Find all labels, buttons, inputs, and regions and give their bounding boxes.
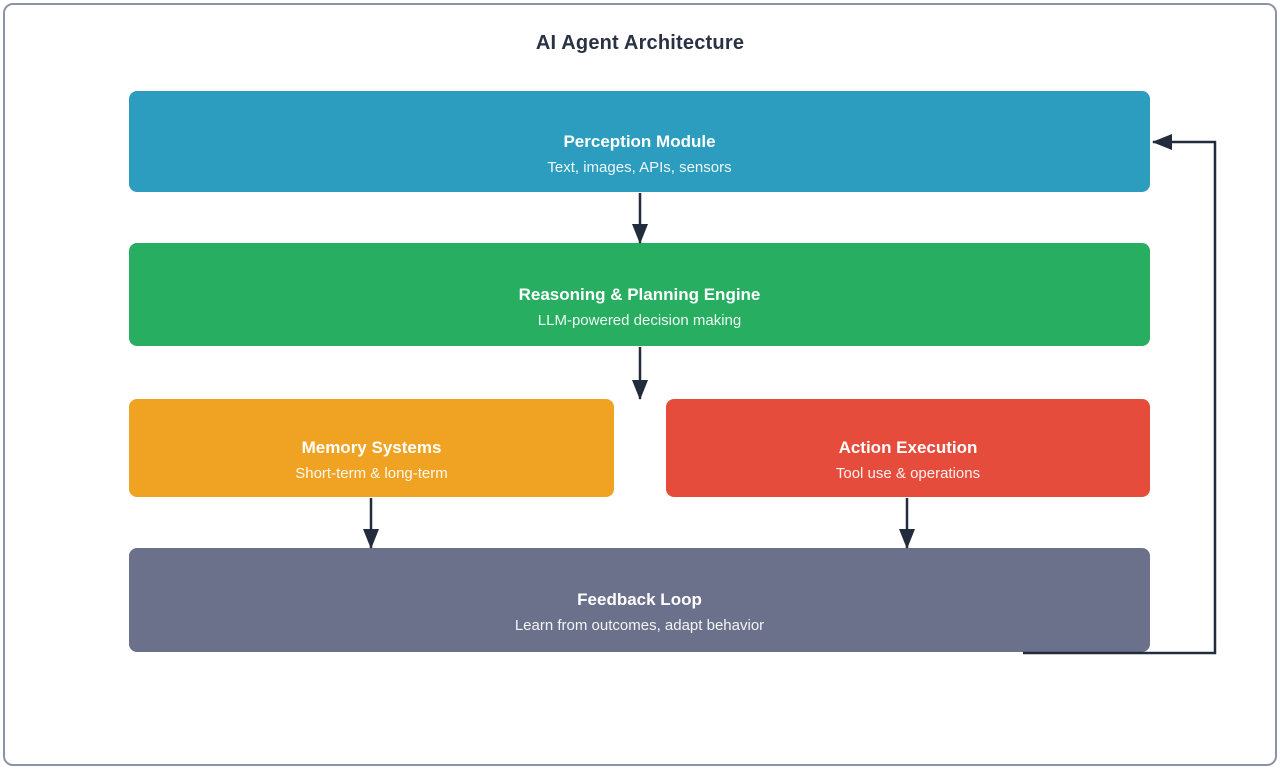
node-label: Reasoning & Planning Engine LLM-powered … bbox=[137, 283, 1142, 332]
node-action-subtitle: Tool use & operations bbox=[835, 465, 981, 482]
node-action-title: Action Execution bbox=[838, 438, 978, 457]
node-label: Memory Systems Short-term & long-term bbox=[137, 436, 606, 485]
node-perception-title: Perception Module bbox=[563, 131, 716, 151]
node-perception-module: Perception Module Text, images, APIs, se… bbox=[129, 91, 1150, 192]
node-action-execution: Action Execution Tool use & operations bbox=[666, 399, 1150, 497]
node-reasoning-subtitle: LLM-powered decision making bbox=[537, 311, 742, 329]
node-reasoning-title: Reasoning & Planning Engine bbox=[518, 284, 761, 304]
node-memory-subtitle: Short-term & long-term bbox=[295, 465, 448, 482]
node-label: Perception Module Text, images, APIs, se… bbox=[137, 130, 1142, 179]
node-feedback-title: Feedback Loop bbox=[577, 590, 702, 609]
node-feedback-subtitle: Learn from outcomes, adapt behavior bbox=[514, 617, 765, 634]
node-memory-title: Memory Systems bbox=[301, 438, 442, 457]
node-perception-subtitle: Text, images, APIs, sensors bbox=[547, 158, 732, 176]
node-feedback-loop: Feedback Loop Learn from outcomes, adapt… bbox=[129, 548, 1150, 652]
diagram-title: AI Agent Architecture bbox=[535, 32, 745, 54]
node-memory-systems: Memory Systems Short-term & long-term bbox=[129, 399, 614, 497]
node-reasoning-planning-engine: Reasoning & Planning Engine LLM-powered … bbox=[129, 243, 1150, 346]
node-label: Action Execution Tool use & operations bbox=[674, 436, 1142, 485]
node-label: Feedback Loop Learn from outcomes, adapt… bbox=[137, 588, 1142, 637]
